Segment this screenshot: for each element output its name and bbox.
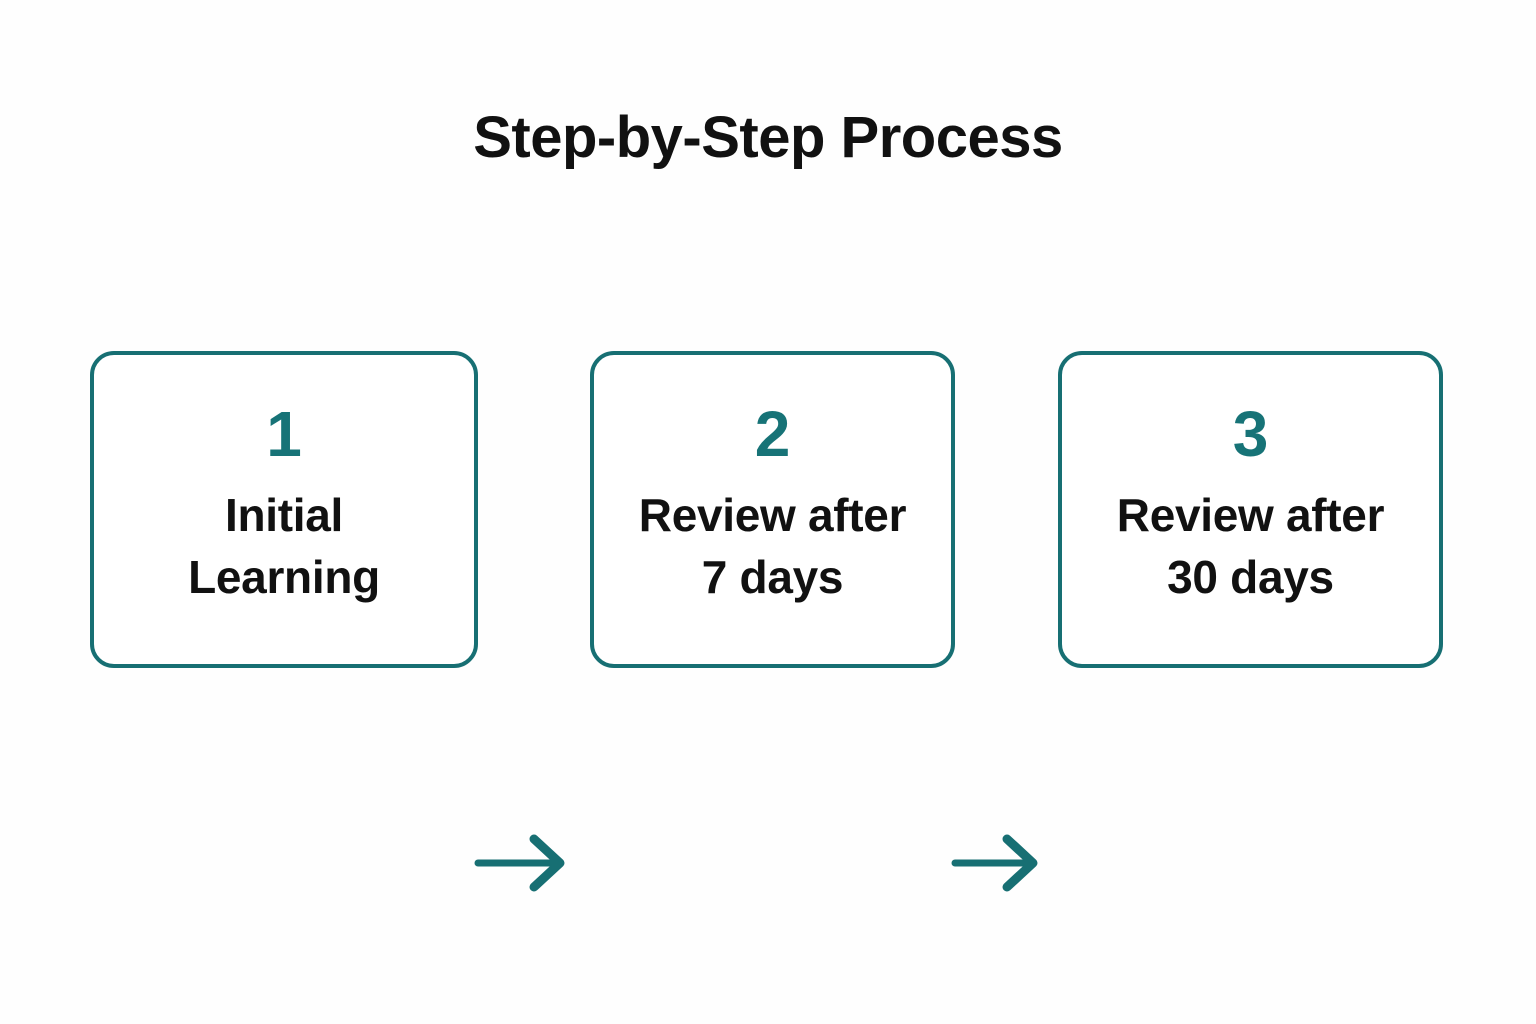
step-number-3: 3 <box>1232 397 1269 470</box>
step-label-1: Initial Learning <box>188 488 380 603</box>
step-box-1[interactable]: 1 Initial Learning <box>90 351 478 668</box>
arrow-right-icon <box>474 834 565 892</box>
page-title: Step-by-Step Process <box>473 105 1063 170</box>
connector-arrow-2 <box>951 833 1060 893</box>
step-label-3: Review after 30 days <box>1116 488 1385 603</box>
step-box-3[interactable]: 3 Review after 30 days <box>1058 351 1443 668</box>
process-steps-row: 1 Initial Learning 2 Review after 7 days… <box>0 351 1536 892</box>
step-number-2: 2 <box>754 397 791 470</box>
step-box-2[interactable]: 2 Review after 7 days <box>590 351 955 668</box>
connector-arrow-1 <box>474 833 592 893</box>
step-number-1: 1 <box>266 397 302 470</box>
step-label-2: Review after 7 days <box>638 488 907 603</box>
arrow-right-icon <box>951 834 1038 892</box>
